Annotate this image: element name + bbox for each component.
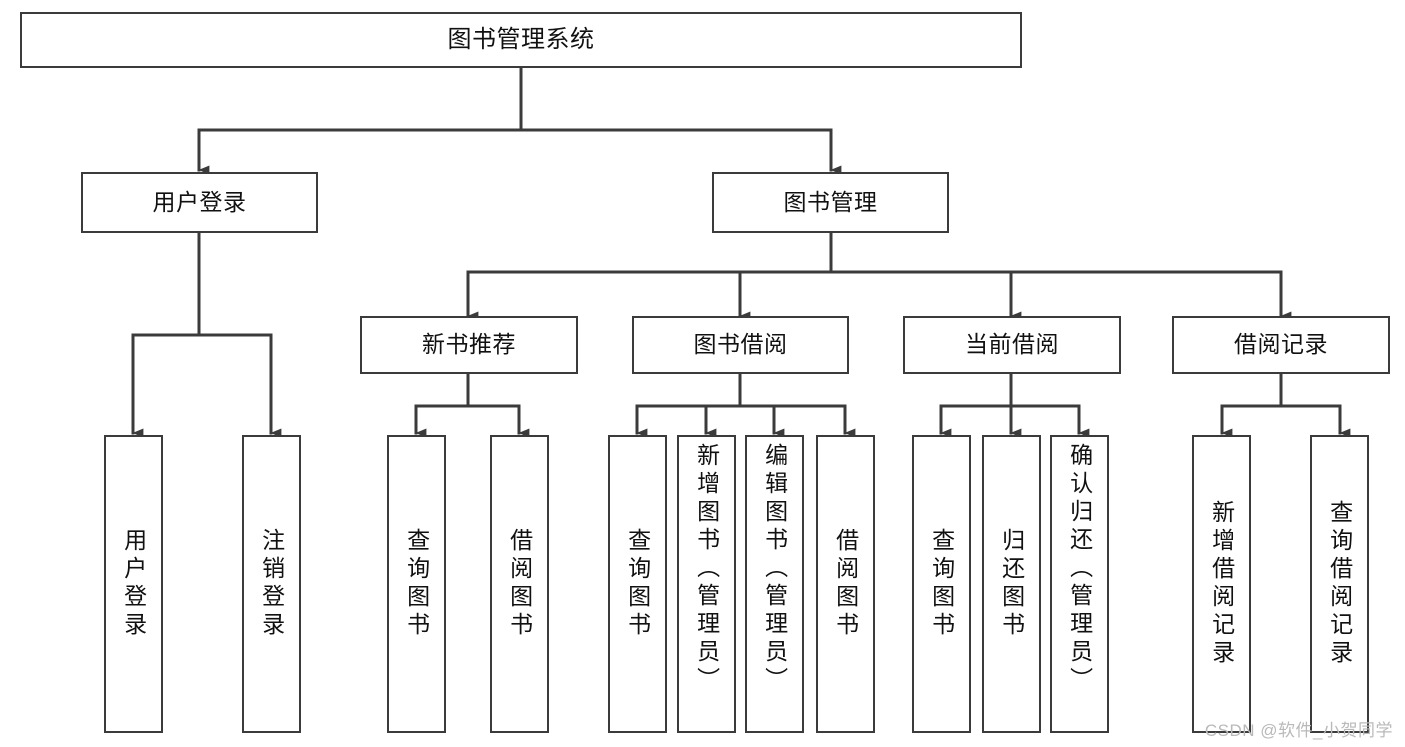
node-label: 确认归还（管理员） <box>1066 443 1093 695</box>
watermark-text: CSDN @软件_小贺同学 <box>1204 721 1393 740</box>
node-leaf-book-borrow-query-book[interactable]: 查询图书 <box>608 435 667 733</box>
node-leaf-user-login-login[interactable]: 用户登录 <box>104 435 163 733</box>
node-leaf-borrow-record-add-record[interactable]: 新增借阅记录 <box>1192 435 1251 733</box>
node-leaf-current-borrow-query-book[interactable]: 查询图书 <box>912 435 971 733</box>
node-leaf-current-borrow-return-book[interactable]: 归还图书 <box>982 435 1041 733</box>
node-label: 归还图书 <box>998 528 1025 640</box>
node-label: 注销登录 <box>258 528 285 640</box>
node-leaf-book-borrow-edit-book-admin[interactable]: 编辑图书（管理员） <box>745 435 804 733</box>
node-label: 新增图书（管理员） <box>693 443 720 695</box>
node-book-management[interactable]: 图书管理 <box>712 172 949 233</box>
node-leaf-new-book-borrow-book[interactable]: 借阅图书 <box>490 435 549 733</box>
node-label: 查询图书 <box>624 528 651 640</box>
node-label: 借阅图书 <box>832 528 859 640</box>
node-root-book-management-system[interactable]: 图书管理系统 <box>20 12 1022 68</box>
node-book-borrow[interactable]: 图书借阅 <box>632 316 849 374</box>
node-new-book-recommend[interactable]: 新书推荐 <box>360 316 578 374</box>
node-leaf-new-book-query-book[interactable]: 查询图书 <box>387 435 446 733</box>
node-label: 查询借阅记录 <box>1326 500 1353 668</box>
node-user-login[interactable]: 用户登录 <box>81 172 318 233</box>
node-label: 当前借阅 <box>965 331 1059 358</box>
node-leaf-book-borrow-add-book-admin[interactable]: 新增图书（管理员） <box>677 435 736 733</box>
node-borrow-record[interactable]: 借阅记录 <box>1172 316 1390 374</box>
node-label: 查询图书 <box>928 528 955 640</box>
node-leaf-borrow-record-query-record[interactable]: 查询借阅记录 <box>1310 435 1369 733</box>
node-label: 新增借阅记录 <box>1208 500 1235 668</box>
node-label: 图书借阅 <box>693 331 788 358</box>
node-current-borrow[interactable]: 当前借阅 <box>903 316 1121 374</box>
node-leaf-user-login-logout[interactable]: 注销登录 <box>242 435 301 733</box>
node-label: 借阅记录 <box>1234 331 1328 358</box>
node-label: 图书管理系统 <box>447 25 595 53</box>
node-label: 借阅图书 <box>506 528 533 640</box>
node-label: 查询图书 <box>403 528 430 640</box>
node-label: 编辑图书（管理员） <box>761 443 788 695</box>
node-leaf-book-borrow-borrow-book[interactable]: 借阅图书 <box>816 435 875 733</box>
node-label: 新书推荐 <box>422 331 516 358</box>
node-label: 用户登录 <box>120 528 147 640</box>
node-label: 用户登录 <box>152 188 247 215</box>
node-label: 图书管理 <box>783 188 878 215</box>
node-leaf-current-borrow-confirm-return-admin[interactable]: 确认归还（管理员） <box>1050 435 1109 733</box>
